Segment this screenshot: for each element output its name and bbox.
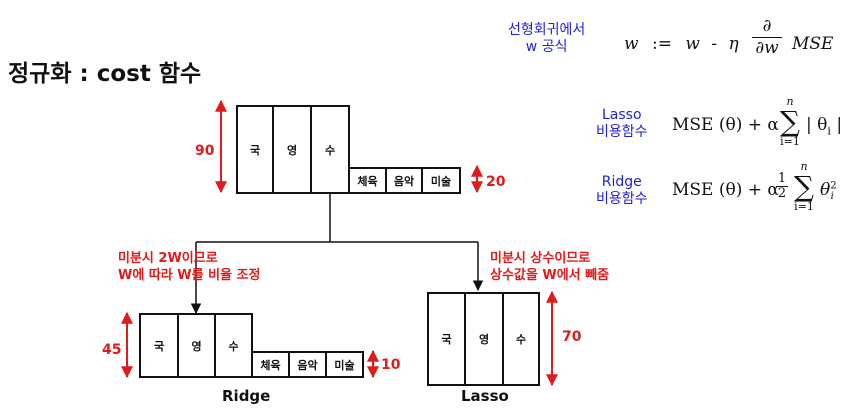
gd-label-line1: 선형회귀에서 <box>508 22 586 38</box>
ridge-note-line2: W에 따라 W를 비율 조정 <box>118 268 261 283</box>
lasso-cost-label-line1: Lasso <box>601 107 642 123</box>
gd-eta: η <box>728 34 739 54</box>
lasso-caption: Lasso <box>461 387 509 405</box>
lasso-cost-sum-group: n ∑ i=1 <box>776 96 804 148</box>
ridge-cell-korean: 국 <box>139 313 179 378</box>
top-cell-korean: 국 <box>236 105 274 194</box>
lasso-cost-n: n <box>786 95 794 108</box>
ridge-cost-term: θ2i <box>820 180 837 203</box>
ridge-cost-label-line1: Ridge <box>601 174 642 190</box>
gd-assign: := <box>651 34 672 54</box>
lasso-cost-label: Lasso 비용함수 <box>596 107 648 141</box>
ridge-cost-mse: MSE (θ) + α <box>672 180 779 200</box>
lasso-cost-close: | <box>836 115 843 135</box>
ridge-cell-music: 음악 <box>288 351 327 378</box>
ridge-minor-height-label: 10 <box>381 357 401 373</box>
lasso-cell-english: 영 <box>464 292 504 386</box>
ridge-cell-english: 영 <box>177 313 216 378</box>
ridge-cell-math: 수 <box>214 313 253 378</box>
gd-fraction: ∂ ∂w <box>752 16 782 58</box>
lasso-cost-theta: | θ <box>806 115 828 135</box>
ridge-cost-sup: 2 <box>830 180 837 192</box>
top-minor-height-label: 20 <box>486 174 506 190</box>
ridge-caption: Ridge <box>222 387 271 405</box>
lasso-note-line1: 미분시 상수이므로 <box>490 251 591 266</box>
gd-mse: MSE <box>792 34 834 54</box>
gd-partial: ∂ <box>762 16 772 36</box>
lasso-cost-lower: i=1 <box>780 135 800 148</box>
top-cell-art: 미술 <box>421 167 461 194</box>
ridge-cell-pe: 체육 <box>251 351 290 378</box>
lasso-cell-korean: 국 <box>427 292 466 386</box>
ridge-cost-label: Ridge 비용함수 <box>596 174 648 208</box>
lasso-cost-sub: i <box>827 124 831 138</box>
ridge-cost-sigma: ∑ <box>794 170 814 203</box>
lasso-note-line2: 상수값을 W에서 빼줌 <box>490 268 610 283</box>
lasso-cost-term: | θi | <box>806 115 842 137</box>
gd-formula: w := w - η <box>624 34 739 54</box>
ridge-cost-lower: i=1 <box>794 200 814 213</box>
ridge-note-line1: 미분시 2W이므로 <box>118 251 218 266</box>
lasso-cell-math: 수 <box>502 292 540 386</box>
lasso-height-label: 70 <box>562 329 582 345</box>
gd-w2: w <box>685 34 700 54</box>
gd-w: w <box>624 34 639 54</box>
gd-minus: - <box>711 34 718 54</box>
ridge-cost-theta: θ <box>820 180 831 200</box>
ridge-cost-num: 1 <box>777 171 787 186</box>
gd-label: 선형회귀에서 w 공식 <box>508 22 585 56</box>
lasso-cost-sigma: ∑ <box>780 105 800 138</box>
ridge-cell-art: 미술 <box>325 351 364 378</box>
ridge-cost-sub: i <box>830 191 834 203</box>
top-height-label: 90 <box>195 143 215 159</box>
top-cell-pe: 체육 <box>348 167 387 194</box>
ridge-cost-half: 1 2 <box>776 172 788 201</box>
lasso-note: 미분시 상수이므로 상수값을 W에서 빼줌 <box>490 250 609 284</box>
page-title: 정규화 : cost 함수 <box>8 61 202 87</box>
ridge-height-label: 45 <box>102 342 122 358</box>
ridge-note: 미분시 2W이므로 W에 따라 W를 비율 조정 <box>118 250 260 284</box>
lasso-cost-label-line2: 비용함수 <box>596 124 648 140</box>
gd-label-line2: w 공식 <box>525 39 568 55</box>
lasso-cost-mse: MSE (θ) + α <box>672 115 779 135</box>
top-cell-music: 음악 <box>385 167 423 194</box>
top-cell-english: 영 <box>272 105 312 194</box>
ridge-cost-n: n <box>800 160 808 173</box>
top-cell-math: 수 <box>310 105 350 194</box>
gd-dw: ∂w <box>752 37 782 58</box>
ridge-cost-sum-group: n ∑ i=1 <box>790 161 818 213</box>
ridge-cost-label-line2: 비용함수 <box>596 191 648 207</box>
ridge-cost-den: 2 <box>776 186 788 201</box>
